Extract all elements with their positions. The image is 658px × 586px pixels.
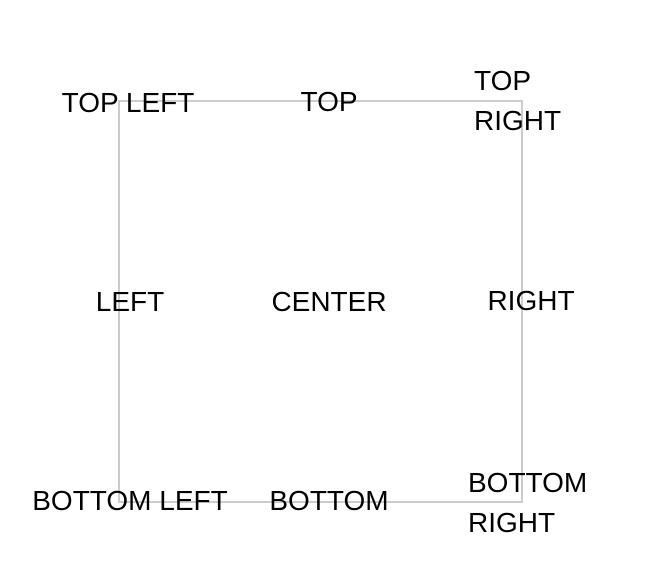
label-center: CENTER <box>271 286 387 317</box>
label-top-left: TOP LEFT <box>61 87 195 118</box>
label-right: RIGHT <box>487 285 575 316</box>
label-left: LEFT <box>95 286 165 317</box>
label-bottom-left: BOTTOM LEFT <box>32 485 228 516</box>
label-bottom-right: BOTTOM RIGHT <box>468 467 588 538</box>
label-top-right: TOP RIGHT <box>474 65 562 136</box>
label-top: TOP <box>300 86 358 117</box>
label-bottom: BOTTOM <box>269 485 389 516</box>
anchor-square-outline <box>118 100 523 503</box>
